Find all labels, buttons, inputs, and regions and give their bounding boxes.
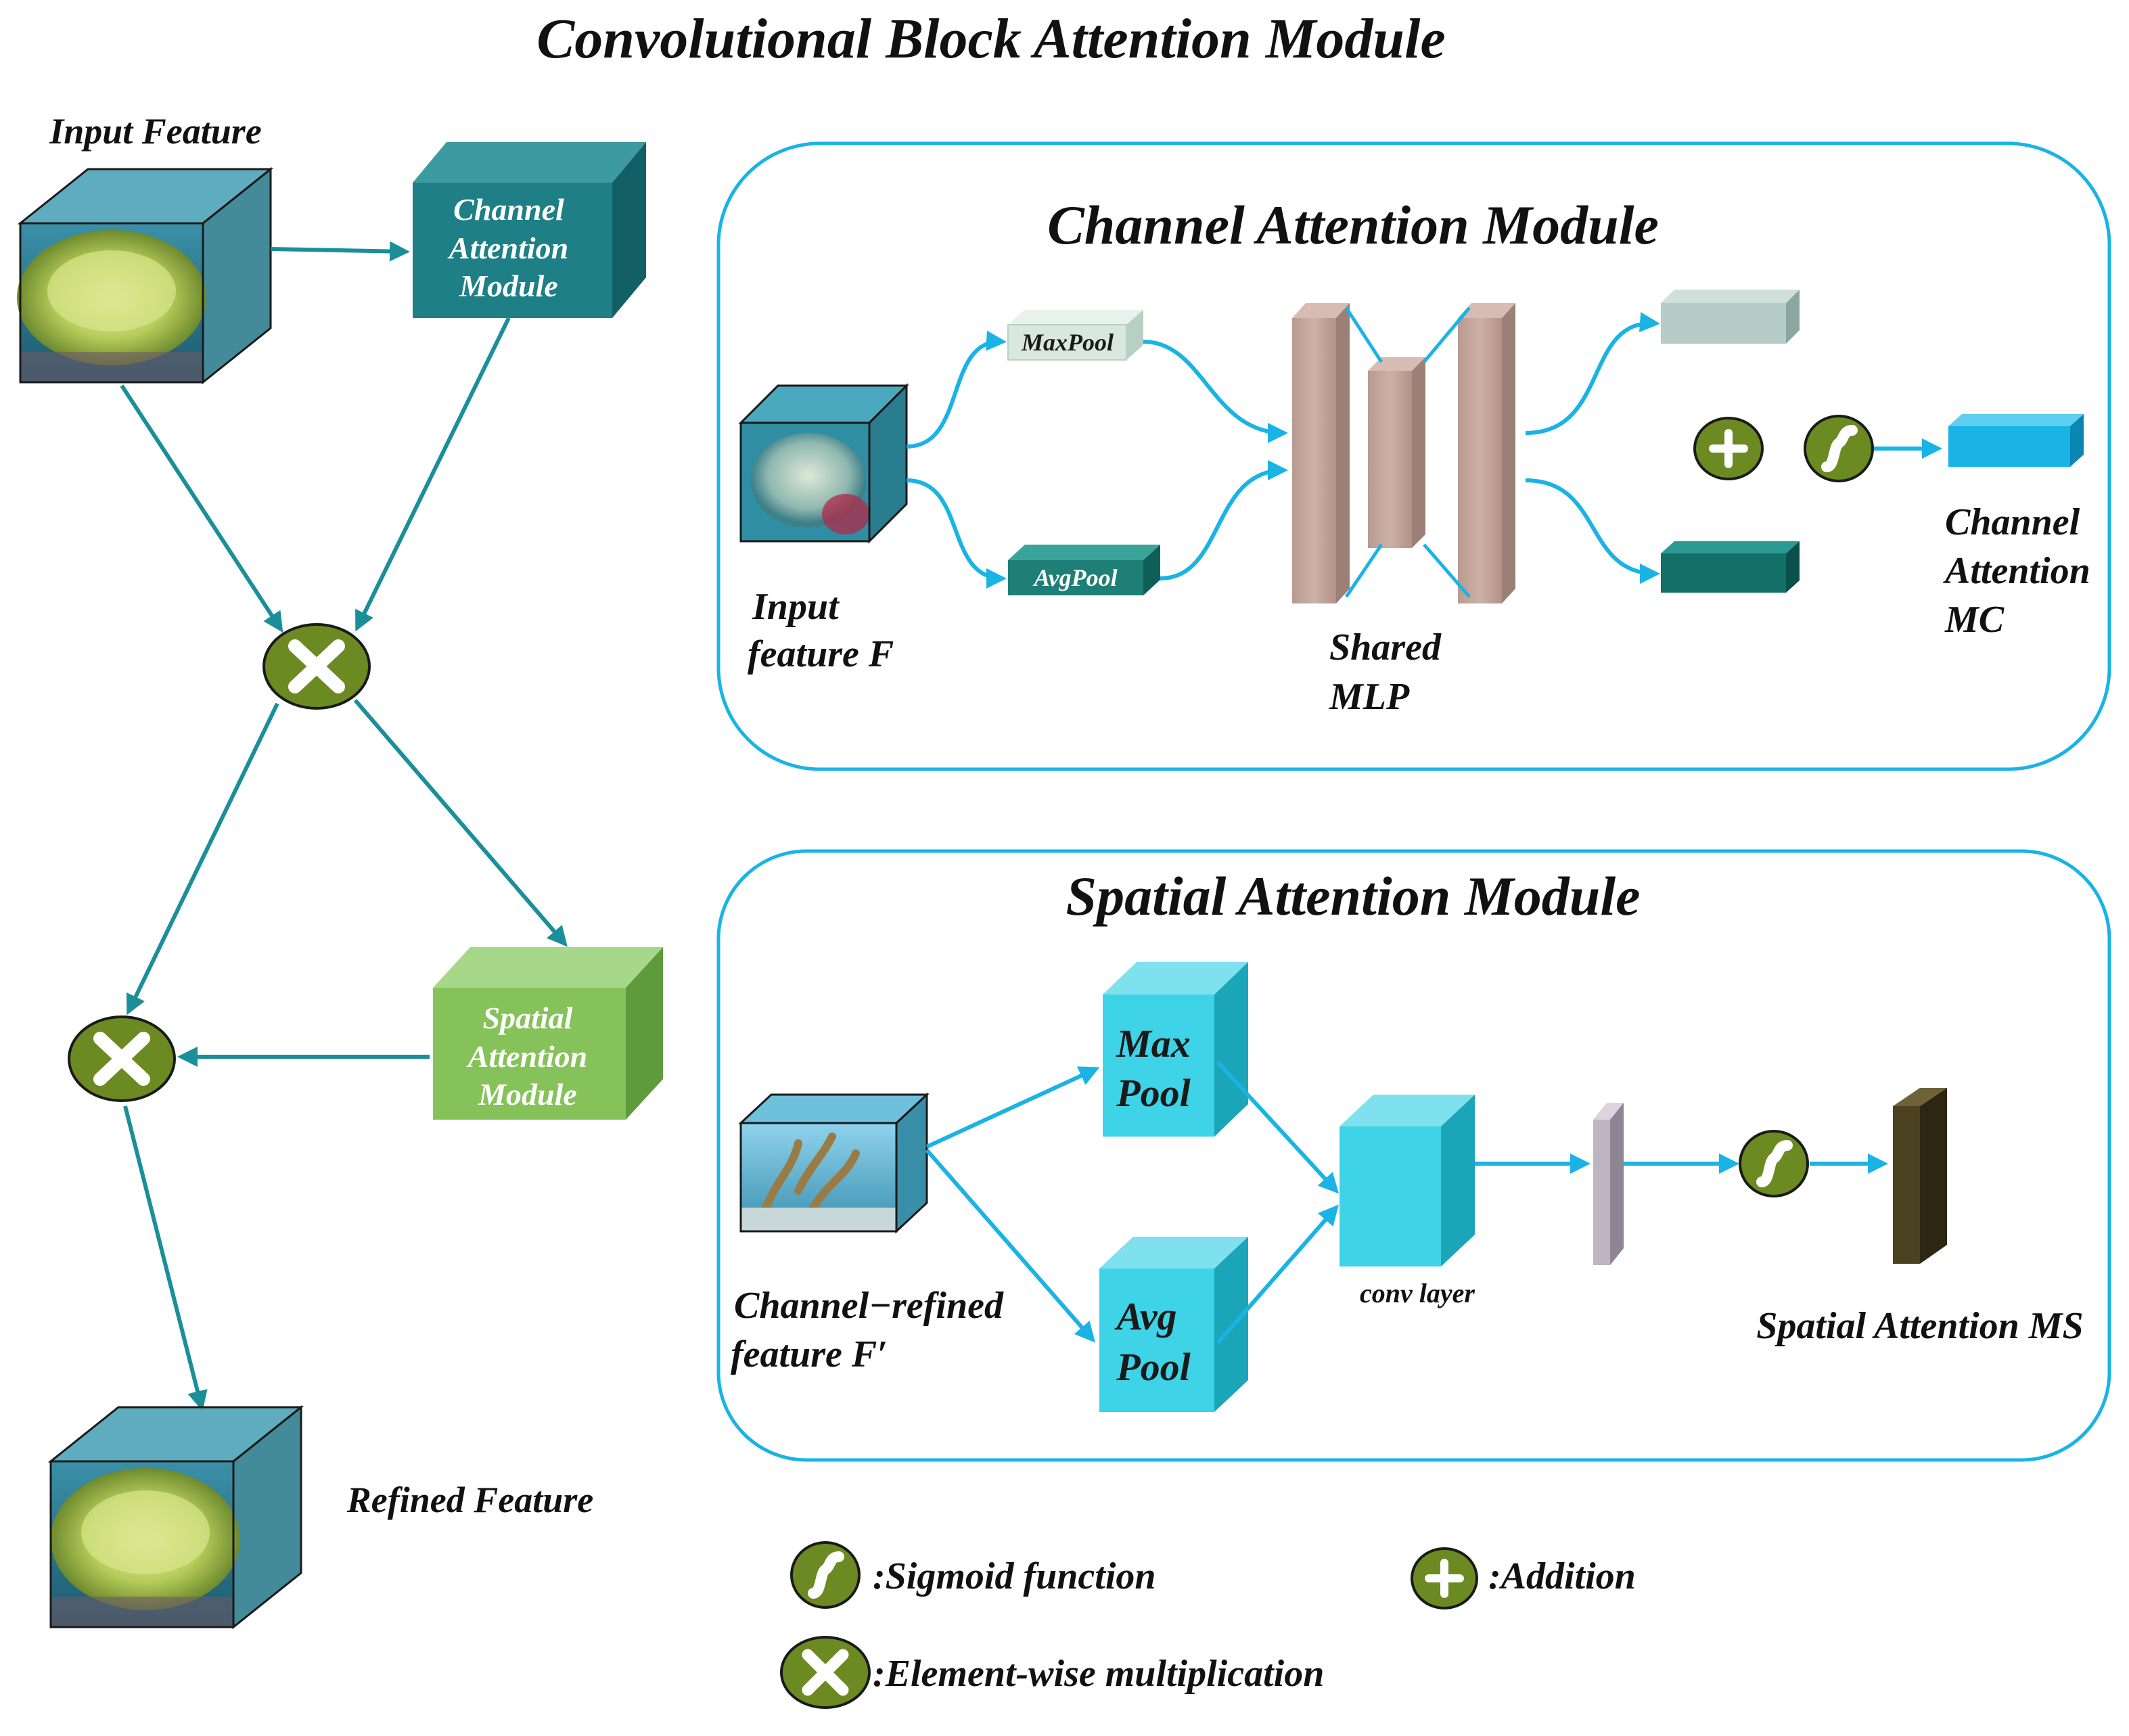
spatial-feature-map — [1593, 1103, 1624, 1265]
sigmoid-icon — [1804, 415, 1874, 482]
diagram-title: Convolutional Block Attention Module — [536, 7, 1445, 70]
shared-mlp — [1292, 303, 1515, 603]
avgpool-label: AvgPool — [1032, 564, 1117, 591]
mc-label-line1: Channel — [1945, 501, 2080, 543]
mlp-output-max-bar — [1661, 290, 1800, 344]
channel-attention-mc-bar — [1948, 414, 2084, 467]
legend: :Sigmoid function :Addition :Element-wis… — [780, 1541, 1636, 1709]
spatial-module-panel — [716, 849, 2111, 1462]
input-feature-label: Input Feature — [49, 111, 262, 152]
spatial-box-line3: Module — [478, 1077, 577, 1112]
legend-addition-text: :Addition — [1488, 1555, 1636, 1597]
channel-module-panel — [716, 141, 2111, 771]
spatial-ms-label: Spatial Attention MS — [1756, 1305, 2083, 1347]
avgpool-line1: Avg — [1114, 1294, 1176, 1338]
refined-feature-label: Refined Feature — [346, 1480, 593, 1520]
spatial-maxpool-cube: Max Pool — [1103, 962, 1248, 1137]
conv-layer-label: conv layer — [1360, 1278, 1475, 1308]
multiply-icon — [780, 1636, 871, 1709]
addition-icon — [1693, 417, 1764, 480]
mc-label-line2: Attention — [1943, 550, 2090, 592]
refined-f-label-line2: feature F′ — [731, 1333, 888, 1375]
arrow-input-to-multiply1 — [120, 384, 283, 633]
mlp-label-line2: MLP — [1329, 676, 1410, 718]
input-feature-f-cube — [738, 383, 909, 544]
multiply-icon — [262, 623, 371, 710]
legend-sigmoid-text: :Sigmoid function — [873, 1555, 1156, 1597]
spatial-module-arrows — [925, 1060, 1888, 1344]
channel-module-arrows — [906, 312, 1942, 589]
spatial-avgpool-cube: Avg Pool — [1099, 1237, 1248, 1412]
input-feature-cube — [17, 166, 274, 385]
sigmoid-icon — [1739, 1130, 1809, 1197]
channel-attention-box: Channel Attention Module — [413, 142, 646, 318]
spatial-module-title: Spatial Attention Module — [1066, 865, 1640, 927]
spatial-attention-box: Spatial Attention Module — [433, 947, 663, 1120]
multiply-icon — [68, 1015, 176, 1102]
maxpool-line1: Max — [1116, 1022, 1191, 1066]
maxpool-label: MaxPool — [1021, 329, 1114, 356]
arrow-multiply1-to-spatial — [353, 699, 568, 947]
sigmoid-icon — [790, 1541, 861, 1609]
addition-icon — [1411, 1547, 1478, 1609]
mlp-label-line1: Shared — [1329, 626, 1442, 668]
channel-refined-feature-cube — [738, 1092, 930, 1234]
legend-multiplication-text: :Element-wise multiplication — [873, 1653, 1324, 1695]
channel-box-line2: Attention — [447, 231, 568, 265]
refined-f-label-line1: Channel−refined — [734, 1285, 1004, 1327]
channel-box-line1: Channel — [453, 192, 564, 227]
maxpool-line2: Pool — [1116, 1071, 1191, 1115]
mlp-output-avg-bar — [1661, 541, 1800, 593]
channel-box-line3: Module — [459, 269, 558, 303]
spatial-box-line1: Spatial — [483, 1001, 573, 1035]
maxpool-bar: MaxPool — [1007, 310, 1143, 361]
input-f-label-line1: Input — [752, 586, 840, 628]
avgpool-line2: Pool — [1116, 1345, 1191, 1389]
spatial-attention-ms-map — [1893, 1088, 1947, 1264]
channel-module-title: Channel Attention Module — [1047, 194, 1659, 256]
avgpool-bar: AvgPool — [1008, 545, 1160, 595]
cbam-arrows — [120, 241, 568, 1411]
mc-label-line3: MC — [1944, 599, 2005, 641]
arrow-input-to-channel — [270, 241, 410, 262]
arrow-multiply1-to-multiply2 — [126, 702, 279, 1015]
conv-layer-cube — [1340, 1095, 1475, 1266]
input-f-label-line2: feature F — [748, 633, 894, 675]
arrow-multiply2-to-refined — [123, 1105, 208, 1411]
spatial-box-line2: Attention — [466, 1039, 587, 1074]
refined-feature-cube — [47, 1404, 304, 1630]
arrow-channel-to-multiply1 — [355, 317, 511, 632]
